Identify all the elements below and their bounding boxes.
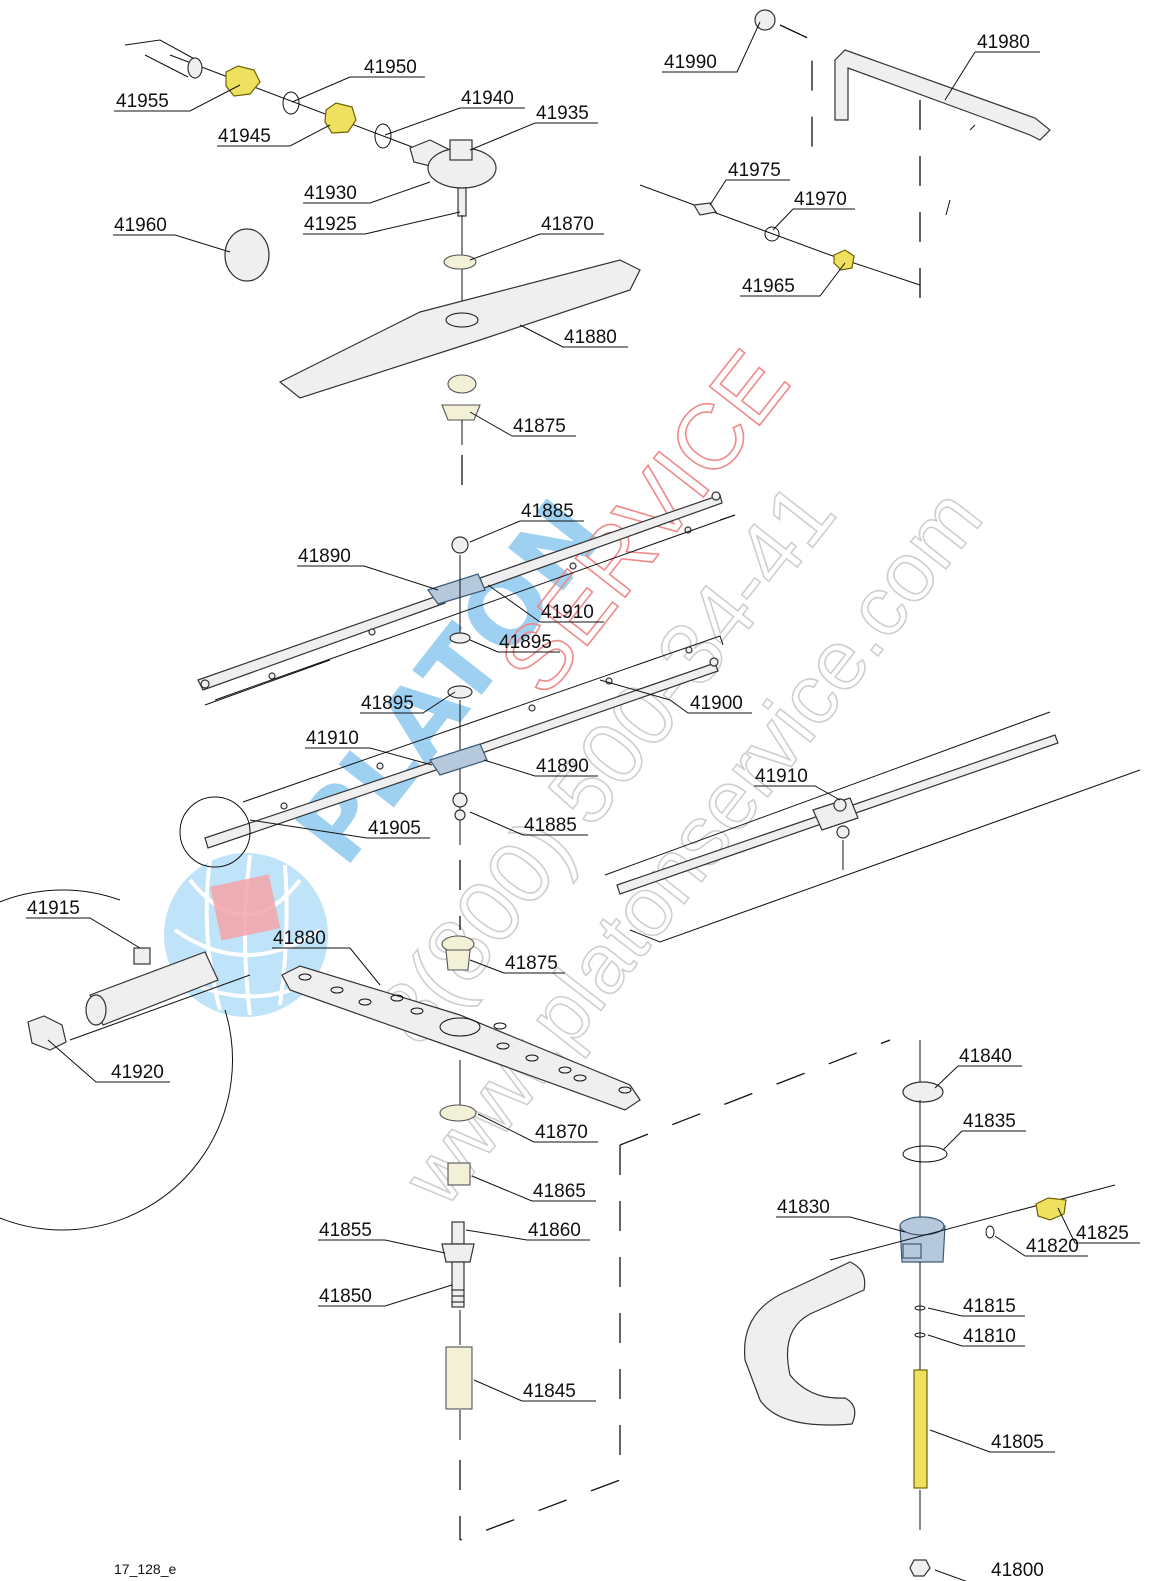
- nut-41945: [324, 102, 357, 134]
- detail-view: [0, 889, 251, 1231]
- part-label-41900: 41900: [690, 693, 743, 714]
- part-label-41875-bottom: 41875: [505, 953, 558, 974]
- washer-41870-bottom: [439, 1104, 477, 1122]
- part-label-41905: 41905: [368, 818, 421, 839]
- part-label-41935: 41935: [536, 103, 589, 124]
- part-label-41875-top: 41875: [513, 416, 566, 437]
- bottom-right-assembly: [743, 1040, 1116, 1577]
- part-label-41885-mid: 41885: [524, 815, 577, 836]
- part-label-41815: 41815: [963, 1296, 1016, 1317]
- part-label-41910-right: 41910: [755, 766, 808, 787]
- part-label-41810: 41810: [963, 1326, 1016, 1347]
- hose: [743, 1261, 866, 1426]
- leader-lines: [26, 21, 1140, 1581]
- part-label-41880-bottom: 41880: [273, 928, 326, 949]
- part-label-41945: 41945: [218, 126, 271, 147]
- part-label-41845: 41845: [523, 1381, 576, 1402]
- part-label-41835: 41835: [963, 1111, 1016, 1132]
- top-spray-arm: [278, 259, 641, 500]
- nut-41955: [225, 65, 261, 97]
- part-label-41895-top: 41895: [499, 632, 552, 653]
- part-labels: 41990 41980 41950 41955 41940 41935 4194…: [27, 32, 1129, 1581]
- part-label-41895-mid: 41895: [361, 693, 414, 714]
- part-label-41940: 41940: [461, 88, 514, 109]
- ring-41840: [902, 1081, 944, 1103]
- middle-arm-lower: [179, 635, 724, 930]
- top-left-assembly: [124, 39, 497, 320]
- part-label-41880-top: 41880: [564, 327, 617, 348]
- part-label-41920: 41920: [111, 1062, 164, 1083]
- nut-41965: [833, 249, 855, 271]
- part-label-41805: 41805: [991, 1432, 1044, 1453]
- part-label-41860: 41860: [528, 1220, 581, 1241]
- part-label-41930: 41930: [304, 183, 357, 204]
- part-label-41825: 41825: [1076, 1223, 1129, 1244]
- part-label-41800: 41800: [991, 1560, 1044, 1581]
- sleeve-41865: [447, 1162, 471, 1186]
- part-label-41890-top: 41890: [298, 546, 351, 567]
- part-label-41820: 41820: [1026, 1236, 1079, 1257]
- part-label-41960: 41960: [114, 215, 167, 236]
- sleeve-41845: [445, 1346, 473, 1410]
- part-label-41990: 41990: [664, 52, 717, 73]
- part-label-41855: 41855: [319, 1220, 372, 1241]
- part-label-41850: 41850: [319, 1286, 372, 1307]
- top-right-assembly: [639, 9, 1051, 300]
- right-arm-41910: [604, 711, 1141, 943]
- part-label-41910-top: 41910: [541, 602, 594, 623]
- part-label-41970: 41970: [794, 189, 847, 210]
- detail-circle-small: [179, 796, 251, 868]
- part-label-41870-bottom: 41870: [535, 1122, 588, 1143]
- part-label-41885-top: 41885: [521, 501, 574, 522]
- part-label-41910-mid: 41910: [306, 728, 359, 749]
- lower-spray-arm: [281, 935, 891, 1541]
- part-label-41840: 41840: [959, 1046, 1012, 1067]
- diagram-reference: 17_128_e: [114, 1561, 177, 1577]
- middle-arm-upper: [197, 491, 736, 706]
- part-label-41980: 41980: [977, 32, 1030, 53]
- part-label-41890-mid: 41890: [536, 756, 589, 777]
- part-label-41950: 41950: [364, 57, 417, 78]
- part-label-41965: 41965: [742, 276, 795, 297]
- part-label-41925: 41925: [304, 214, 357, 235]
- part-label-41955: 41955: [116, 91, 169, 112]
- part-label-41975: 41975: [728, 160, 781, 181]
- rod-41805: [913, 1369, 928, 1489]
- leader-41800: [934, 1569, 967, 1581]
- spray-arm-holes: [298, 973, 632, 1094]
- washer-41870-top: [443, 254, 477, 270]
- part-label-41870-top: 41870: [541, 214, 594, 235]
- part-label-41830: 41830: [777, 1197, 830, 1218]
- part-label-41915: 41915: [27, 898, 80, 919]
- fitting-41825: [1035, 1197, 1067, 1221]
- part-label-41865: 41865: [533, 1181, 586, 1202]
